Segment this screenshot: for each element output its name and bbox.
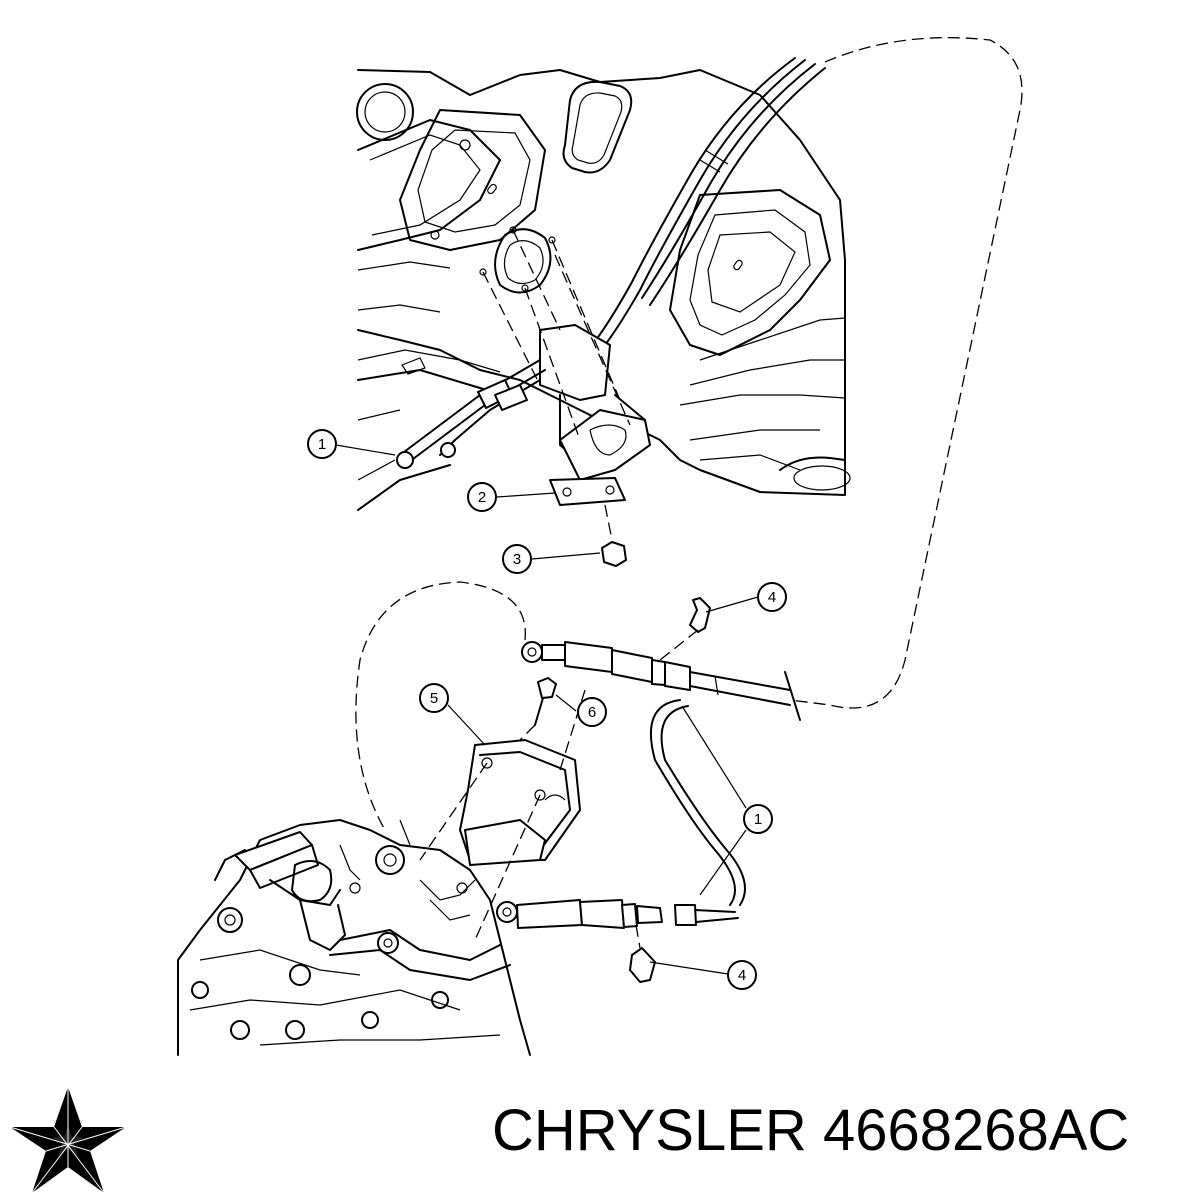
- callout-c1a: 1: [307, 429, 337, 459]
- cable-end-upper-lower: [521, 597, 801, 721]
- callout-c4b: 4: [727, 960, 757, 990]
- callout-label: 5: [430, 690, 438, 707]
- floor-pan-illustration: [356, 69, 851, 496]
- callout-c2: 2: [467, 482, 497, 512]
- callout-label: 4: [768, 589, 776, 606]
- callout-label: 2: [478, 489, 486, 506]
- callout-c5: 5: [419, 683, 449, 713]
- callout-c4a: 4: [757, 582, 787, 612]
- callout-c3: 3: [502, 544, 532, 574]
- brand-name: CHRYSLER: [492, 1098, 807, 1163]
- connection-loop-right: [789, 36, 1023, 709]
- callout-c1b: 1: [743, 804, 773, 834]
- callout-label: 3: [513, 551, 521, 568]
- brand-caption: CHRYSLER 4668268AC: [492, 1097, 1129, 1164]
- callout-label: 1: [318, 436, 326, 453]
- chrysler-pentastar-icon: [9, 1087, 127, 1194]
- transmission-illustration: [177, 819, 531, 1056]
- cable-end-lower: [496, 899, 739, 983]
- brand-footer: CHRYSLER 4668268AC: [0, 1075, 1200, 1200]
- shift-cable-upper: [595, 57, 826, 346]
- transmission-bracket: [419, 677, 586, 941]
- callout-label: 6: [588, 704, 596, 721]
- callout-label: 4: [738, 967, 746, 984]
- callout-label: 1: [754, 811, 762, 828]
- shifter-bracket-upper: [479, 226, 651, 567]
- part-number: 4668268AC: [822, 1098, 1130, 1163]
- leader-lines: [335, 444, 759, 975]
- connection-loop-left: [355, 581, 526, 831]
- cable-rod-upper: [357, 359, 546, 511]
- shift-cable-lower: [649, 699, 736, 906]
- callout-c6: 6: [577, 697, 607, 727]
